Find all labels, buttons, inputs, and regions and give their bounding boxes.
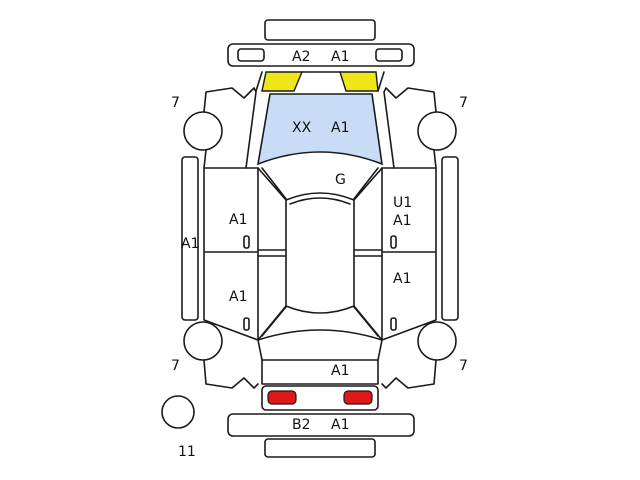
- label-rear-bumper-a1: A1: [331, 417, 349, 433]
- label-left-rocker: A1: [181, 236, 199, 252]
- rear-right-wheel: [417, 321, 457, 361]
- right-front-door-handle: [390, 235, 397, 249]
- left-front-fender: [203, 87, 257, 169]
- label-left-front-door: A1: [229, 212, 247, 228]
- label-rear-bumper-b2: B2: [292, 417, 311, 433]
- left-rear-fender: [203, 359, 259, 389]
- left-body-side: [203, 167, 259, 341]
- right-body-side: [381, 167, 437, 341]
- label-front-bumper-a1: A1: [331, 49, 349, 65]
- label-right-rear-door: A1: [393, 271, 411, 287]
- label-front-left-wheel: 7: [171, 95, 180, 111]
- right-rear-fender: [381, 359, 437, 389]
- label-right-front-door-u1: U1: [393, 195, 412, 211]
- right-headlight: [339, 71, 379, 92]
- rear-window: [257, 329, 383, 361]
- label-left-rear-door: A1: [229, 289, 247, 305]
- right-rocker-panel: [441, 156, 459, 321]
- label-trunk: A1: [331, 363, 349, 379]
- hood-outline: [255, 71, 385, 92]
- left-headlight: [261, 71, 304, 92]
- right-rear-door-handle: [390, 317, 397, 331]
- right-front-fender: [383, 87, 437, 169]
- label-right-front-door-a1: A1: [393, 213, 411, 229]
- label-windshield-a1: A1: [331, 120, 349, 136]
- label-front-right-wheel: 7: [459, 95, 468, 111]
- label-rear-right-wheel: 7: [459, 358, 468, 374]
- label-spare-tire: 11: [178, 444, 196, 460]
- windshield: [256, 93, 383, 166]
- label-windshield-xx: XX: [292, 120, 312, 136]
- left-rocker-panel: [181, 156, 199, 321]
- rear-bumper: [227, 413, 415, 437]
- left-rear-door-handle: [243, 317, 250, 331]
- roof-panel: [285, 192, 355, 314]
- front-bumper-right-slot: [375, 48, 403, 62]
- front-right-wheel: [417, 111, 457, 151]
- cabin-frame: [257, 167, 383, 341]
- front-bumper-left-slot: [237, 48, 265, 62]
- trunk-outline: [261, 359, 379, 385]
- left-taillight: [267, 390, 297, 405]
- label-roof-g: G: [335, 172, 346, 188]
- rear-left-wheel: [183, 321, 223, 361]
- label-front-bumper-a2: A2: [292, 49, 310, 65]
- spare-tire: [161, 395, 195, 429]
- front-bumper: [227, 43, 415, 67]
- left-front-door-handle: [243, 235, 250, 249]
- right-taillight: [343, 390, 373, 405]
- label-rear-left-wheel: 7: [171, 358, 180, 374]
- roof-inner: [289, 197, 351, 205]
- front-left-wheel: [183, 111, 223, 151]
- front-grille: [264, 19, 376, 41]
- rear-step: [264, 438, 376, 458]
